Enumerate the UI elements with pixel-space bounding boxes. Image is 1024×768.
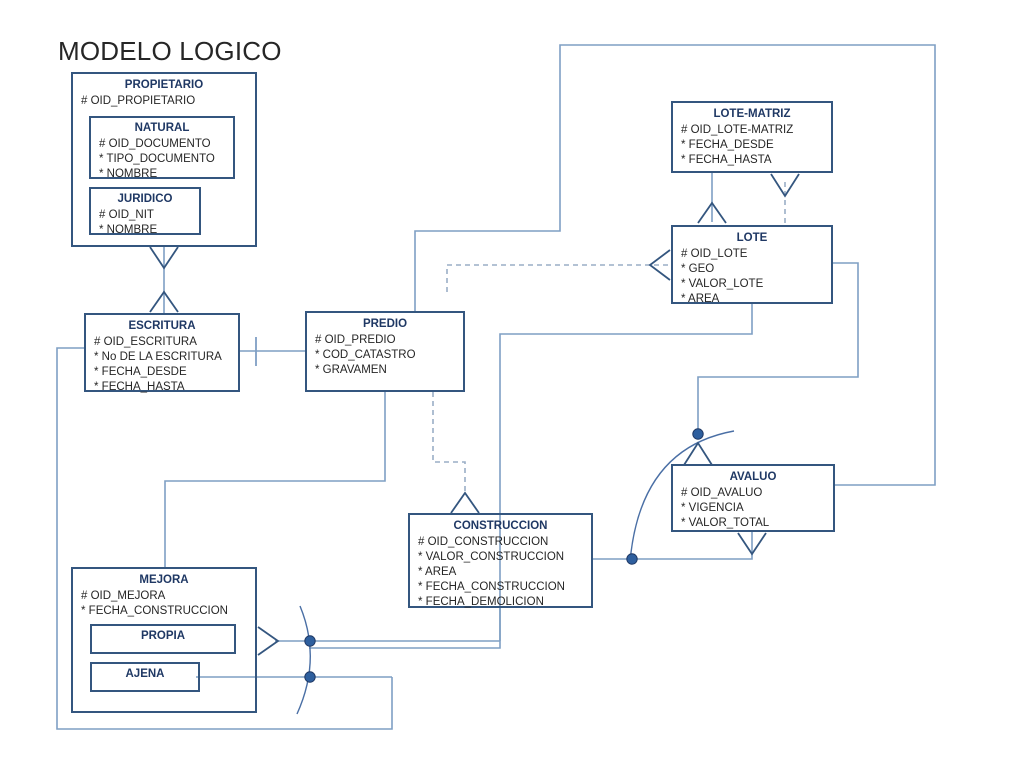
attribute-list: # OID_LOTE * GEO * VALOR_LOTE * AREA (681, 247, 831, 307)
line-predio-to-mejora (164, 392, 386, 567)
page-title: MODELO LOGICO (58, 36, 282, 66)
attribute-list: # OID_MEJORA * FECHA_CONSTRUCCION (81, 589, 255, 619)
exclusive-arc-dots (304, 428, 704, 683)
attribute: # OID_PROPIETARIO (81, 95, 196, 107)
entity-name: JURIDICO (117, 193, 173, 205)
attribute: * FECHA_DESDE (681, 139, 774, 151)
crowfoot-propietario (149, 246, 179, 270)
attribute: * VIGENCIA (681, 502, 744, 514)
entity-name: AVALUO (729, 471, 777, 483)
entity-avaluo[interactable]: AVALUO # OID_AVALUO * VIGENCIA * VALOR_T… (671, 464, 835, 532)
crowfoot-avaluo-top (683, 441, 713, 466)
attribute-list: # OID_DOCUMENTO * TIPO_DOCUMENTO * NOMBR… (99, 137, 233, 182)
entity-name: MEJORA (139, 574, 189, 586)
crowfoot-avaluo-bottom (737, 532, 767, 556)
attribute: * FECHA_CONSTRUCCION (418, 581, 565, 593)
entity-propietario[interactable]: PROPIETARIO # OID_PROPIETARIO NATURAL # … (71, 72, 257, 247)
line-predio-construccion-dashed (432, 392, 466, 494)
attribute: # OID_MEJORA (81, 590, 166, 602)
entity-ajena[interactable]: AJENA (90, 662, 200, 692)
crowfoot-lote-top (697, 201, 727, 224)
attribute: * FECHA_DESDE (94, 366, 187, 378)
line-escritura-left-bottom-rail (56, 347, 393, 730)
entity-juridico[interactable]: JURIDICO # OID_NIT * NOMBRE (89, 187, 201, 238)
attribute: # OID_ESCRITURA (94, 336, 197, 348)
attribute: * COD_CATASTRO (315, 349, 416, 361)
entity-name: NATURAL (134, 122, 190, 134)
attribute-list: # OID_CONSTRUCCION * VALOR_CONSTRUCCION … (418, 535, 591, 610)
line-lote-to-construccion-rail (309, 304, 753, 649)
crowfoot-construccion-top (450, 491, 480, 514)
entity-mejora[interactable]: MEJORA # OID_MEJORA * FECHA_CONSTRUCCION… (71, 567, 257, 713)
crowfoot-lote-left (648, 249, 671, 281)
attribute: * FECHA_DEMOLICION (418, 596, 544, 608)
attribute: * VALOR_CONSTRUCCION (418, 551, 565, 563)
line-lote-right-to-avaluo (697, 262, 859, 433)
entity-name: PREDIO (362, 318, 408, 330)
exclusive-arc-avaluo (629, 430, 735, 563)
attribute-list: # OID_NIT * NOMBRE (99, 208, 199, 238)
attribute-list: # OID_PROPIETARIO (81, 94, 255, 109)
entity-name: AJENA (125, 668, 165, 680)
arc-dot-avaluo-lote (692, 428, 704, 440)
crowfoot-lotematriz-bottom (770, 173, 800, 198)
entity-name: LOTE-MATRIZ (713, 108, 791, 120)
attribute: * TIPO_DOCUMENTO (99, 153, 215, 165)
attribute: # OID_PREDIO (315, 334, 396, 346)
crowfoot-escritura-top (149, 290, 179, 313)
attribute: # OID_LOTE-MATRIZ (681, 124, 794, 136)
arc-dot-mejora-propia (304, 635, 316, 647)
arc-dot-mejora-ajena (304, 671, 316, 683)
line-construccion-avaluo (593, 532, 753, 560)
attribute: * GRAVAMEN (315, 364, 387, 376)
entity-escritura[interactable]: ESCRITURA # OID_ESCRITURA * No DE LA ESC… (84, 313, 240, 395)
entity-name: CONSTRUCCION (453, 520, 548, 532)
entity-construccion[interactable]: CONSTRUCCION # OID_CONSTRUCCION * VALOR_… (408, 513, 593, 608)
entity-name: LOTE (736, 232, 768, 244)
line-predio-top-rail (414, 44, 936, 486)
entity-lote[interactable]: LOTE # OID_LOTE * GEO * VALOR_LOTE * ARE… (671, 225, 833, 307)
attribute: # OID_LOTE (681, 248, 748, 260)
entity-name: ESCRITURA (128, 320, 196, 332)
entity-lote-matriz[interactable]: LOTE-MATRIZ # OID_LOTE-MATRIZ * FECHA_DE… (671, 101, 833, 173)
attribute: * AREA (418, 566, 457, 578)
entity-predio[interactable]: PREDIO # OID_PREDIO * COD_CATASTRO * GRA… (305, 311, 465, 392)
attribute: * NOMBRE (99, 224, 158, 236)
attribute: # OID_NIT (99, 209, 154, 221)
attribute: * FECHA_CONSTRUCCION (81, 605, 228, 617)
arc-dot-avaluo-construccion (626, 553, 638, 565)
attribute: * FECHA_HASTA (94, 381, 185, 393)
attribute-list: # OID_ESCRITURA * No DE LA ESCRITURA * F… (94, 335, 238, 395)
attribute: * GEO (681, 263, 715, 275)
crowfoot-mejora-right (257, 626, 280, 656)
line-predio-lote-dashed (446, 264, 668, 292)
attribute-list: # OID_AVALUO * VIGENCIA * VALOR_TOTAL (681, 486, 833, 531)
entity-propia[interactable]: PROPIA (90, 624, 236, 654)
attribute: * AREA (681, 293, 720, 305)
attribute-list: # OID_LOTE-MATRIZ * FECHA_DESDE * FECHA_… (681, 123, 831, 168)
attribute: * FECHA_HASTA (681, 154, 772, 166)
exclusive-arc-mejora (296, 605, 311, 715)
attribute: * VALOR_TOTAL (681, 517, 770, 529)
attribute: # OID_DOCUMENTO (99, 138, 211, 150)
entity-natural[interactable]: NATURAL # OID_DOCUMENTO * TIPO_DOCUMENTO… (89, 116, 235, 182)
attribute: * No DE LA ESCRITURA (94, 351, 222, 363)
entity-name: PROPIETARIO (124, 79, 204, 91)
attribute: # OID_CONSTRUCCION (418, 536, 549, 548)
attribute: * NOMBRE (99, 168, 158, 180)
attribute: * VALOR_LOTE (681, 278, 764, 290)
attribute: # OID_AVALUO (681, 487, 763, 499)
attribute-list: # OID_PREDIO * COD_CATASTRO * GRAVAMEN (315, 333, 463, 378)
entity-name: PROPIA (140, 630, 186, 642)
